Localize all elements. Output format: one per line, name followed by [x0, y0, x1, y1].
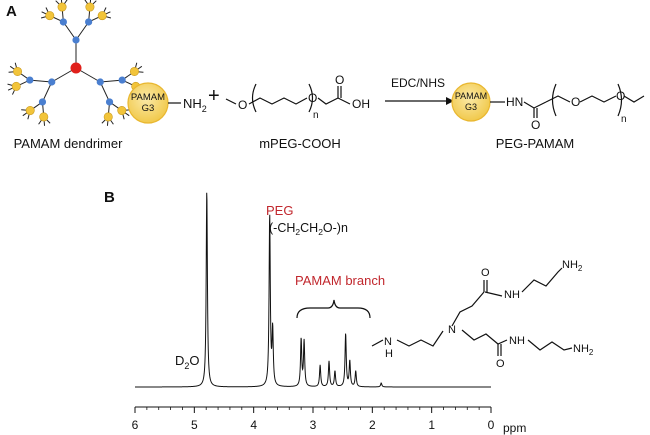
branch-node — [72, 36, 80, 44]
plus-sign: + — [208, 85, 220, 107]
branch-node — [26, 76, 34, 84]
terminal-group-node — [129, 66, 139, 76]
structure-nh2-lower: NH2 — [573, 343, 594, 357]
mpeg-hydroxyl: OH — [352, 97, 370, 111]
terminal-group-node — [25, 106, 35, 116]
svg-text:PAMAM: PAMAM — [455, 91, 487, 101]
structure-left-n: N — [384, 336, 392, 348]
peg-label: PEG — [266, 203, 293, 218]
terminal-group-node — [39, 112, 49, 122]
mpeg-cooh-structure — [225, 83, 351, 113]
terminal-group-node — [97, 11, 107, 21]
x-tick-label: 0 — [488, 418, 495, 432]
spectrum-trace — [135, 192, 491, 388]
terminal-group-node — [11, 81, 21, 91]
structure-carbonyl-upper: O — [481, 267, 490, 279]
branch-node — [48, 78, 56, 86]
reaction-reagent: EDC/NHS — [391, 76, 445, 90]
svg-text:G3: G3 — [465, 102, 477, 112]
product-repeat-n: n — [621, 114, 627, 125]
product-peg-chain — [523, 83, 645, 118]
terminal-group-node — [103, 112, 113, 122]
pamam-branch-structure — [371, 267, 573, 356]
pamam-branch-label: PAMAM branch — [295, 273, 385, 288]
branch-node — [96, 78, 104, 86]
pamam-g3-bubble: PAMAM G3 — [127, 82, 169, 124]
structure-nh-upper: NH — [504, 289, 520, 301]
terminal-group-node — [13, 66, 23, 76]
reaction-arrow — [385, 97, 454, 105]
branch-node — [38, 98, 47, 106]
structure-nh2-top: NH2 — [562, 259, 583, 273]
structure-left-h: H — [385, 348, 393, 360]
product-carbonyl-o: O — [531, 118, 540, 132]
product-caption: PEG-PAMAM — [496, 136, 575, 151]
branch-node — [59, 18, 67, 26]
d2o-label: D2O — [175, 353, 200, 371]
product-nh: HN — [506, 95, 523, 109]
mpeg-caption: mPEG-COOH — [259, 136, 341, 151]
x-axis: 6 5 4 3 2 1 0 — [132, 406, 495, 432]
terminal-group-node — [85, 2, 95, 12]
x-tick-label: 1 — [428, 418, 435, 432]
branch-node — [105, 98, 114, 106]
x-axis-unit: ppm — [503, 421, 526, 435]
product-methoxy-o: O — [616, 89, 625, 103]
mpeg-repeat-n: n — [313, 110, 319, 121]
amine-group: NH2 — [183, 96, 207, 114]
branch-node — [85, 18, 93, 26]
pamam-dendrimer-drawing — [7, 0, 145, 126]
svg-text:G3: G3 — [142, 103, 155, 114]
x-tick-label: 2 — [369, 418, 376, 432]
terminal-group-node — [117, 106, 127, 116]
nmr-spectrum — [135, 192, 491, 388]
peg-formula: (-CH2CH2O-)n — [269, 221, 348, 237]
panel-a-label: A — [6, 3, 17, 20]
dendrimer-caption: PAMAM dendrimer — [14, 136, 124, 151]
terminal-group-node — [45, 11, 55, 21]
product-pamam-bubble: PAMAM G3 — [451, 82, 491, 122]
structure-center-n: N — [448, 324, 456, 336]
terminal-group-node — [57, 2, 67, 12]
dendrimer-core — [70, 62, 82, 74]
structure-carbonyl-lower: O — [496, 358, 505, 370]
mpeg-ether-o: O — [308, 91, 317, 105]
x-tick-label: 6 — [132, 418, 139, 432]
x-tick-label: 5 — [191, 418, 198, 432]
mpeg-methoxy-o: O — [238, 98, 247, 112]
mpeg-carbonyl-o: O — [335, 73, 344, 87]
svg-text:PAMAM: PAMAM — [131, 92, 165, 103]
x-tick-label: 3 — [310, 418, 317, 432]
structure-nh-lower: NH — [509, 335, 525, 347]
branch-node — [118, 76, 126, 84]
pamam-branch-brace — [296, 299, 371, 319]
product-ether-o: O — [571, 95, 580, 109]
x-tick-label: 4 — [250, 418, 257, 432]
panel-b-label: B — [104, 189, 115, 206]
